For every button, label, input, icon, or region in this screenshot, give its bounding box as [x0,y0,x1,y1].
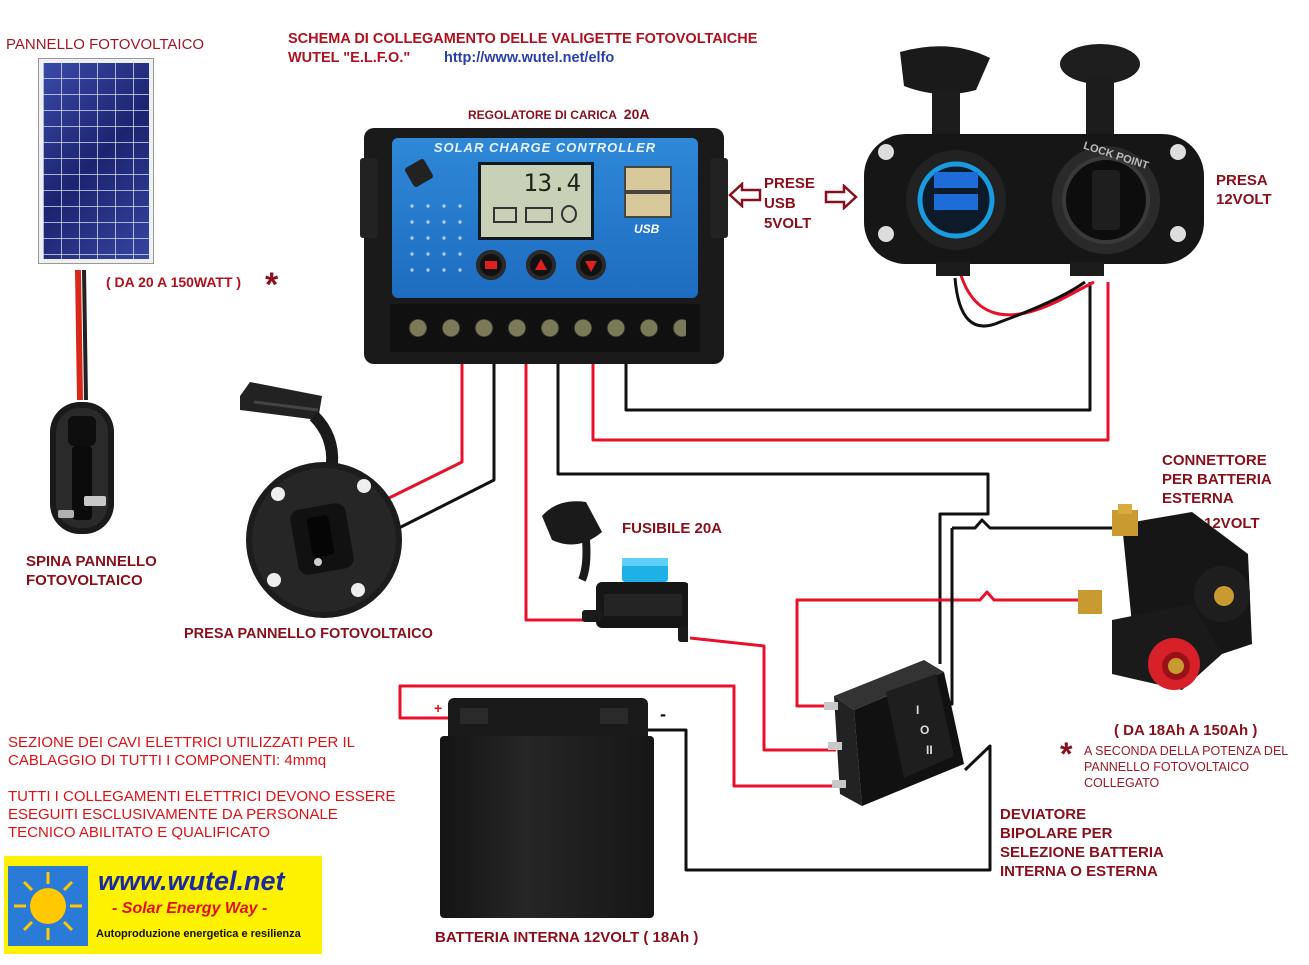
panel-cable-red [75,269,83,401]
wire-load-black [624,282,1092,412]
panel-cable-black [82,269,88,401]
presa12-label-line2: 12VOLT [1216,191,1272,208]
plug-label-line1: SPINA PANNELLO [26,553,157,570]
wire-switch-black-external [952,518,1112,530]
controller-ear-left [360,158,378,238]
controller-usb-port-2 [624,192,672,218]
note-line3: COLLEGATO [1084,776,1160,790]
warning-line1: TUTTI I COLLEGAMENTI ELETTRICI DEVONO ES… [8,788,396,805]
battery-terminal-minus [600,708,628,724]
usb-arrow-left-icon [728,182,762,208]
plug-label-line2: FOTOVOLTAICO [26,572,143,589]
controller-info-icons [404,198,468,278]
usb-label-line2: USB [764,195,796,212]
wire-fuse-to-switch [689,636,836,752]
controller-face: SOLAR CHARGE CONTROLLER 13.4 USB [392,138,698,298]
logo-site: www.wutel.net [98,866,285,896]
cables-note-line2: CABLAGGIO DI TUTTI I COMPONENTI: 4mmq [8,752,327,769]
controller-logo-icon [403,157,435,189]
lcd-panel-icon [493,207,517,223]
panel-label: PANNELLO FOTOVOLTAICO [6,36,205,53]
controller-lcd-value: 13.4 [523,169,581,197]
controller-label: REGOLATORE DI CARICA 20A [468,106,649,122]
controller-button-3[interactable] [576,250,606,280]
presa12-label-line1: PRESA [1216,172,1268,189]
cables-note-line1: SEZIONE DEI CAVI ELETTRICI UTILIZZATI PE… [8,734,355,751]
charge-controller: SOLAR CHARGE CONTROLLER 13.4 USB [360,128,728,364]
connector-label-line4: 12VOLT [1204,515,1260,532]
switch-label-line4: INTERNA O ESTERNA [1000,863,1158,880]
controller-ear-right [710,158,728,238]
lcd-bulb-icon [561,205,577,223]
note-line2: PANNELLO FOTOVOLTAICO [1084,760,1250,774]
usb-label-line3: 5VOLT [764,215,812,232]
sae-plug [50,402,114,534]
terminal-screws [404,314,686,342]
wire-battery-minus [640,728,992,872]
controller-button-1[interactable] [476,250,506,280]
wire-battery-black [556,360,990,664]
usb-arrow-right-icon [824,184,858,210]
solar-panel [38,58,154,264]
pv-socket [240,382,402,618]
sun-icon [8,866,88,946]
note-line1: A SECONDA DELLA POTENZA DEL [1084,744,1289,758]
wire-usb-red [958,271,1095,317]
fuse-holder [542,501,688,642]
svg-text:O: O [920,723,929,737]
battery-plus-label: + [434,700,443,716]
wire-switch-red-external [795,590,1080,708]
usb-label-line1: PRESE [764,175,815,192]
wire-load-red [591,282,1110,442]
connector-capacity: ( DA 18Ah A 150Ah ) [1114,722,1258,739]
controller-amps: 20A [623,106,650,122]
controller-label-text: REGOLATORE DI CARICA [468,108,617,122]
fuse-label: FUSIBILE 20A [622,520,723,537]
diagram-title-line2: WUTEL "E.L.F.O." [288,50,411,66]
battery-minus-label: - [660,704,666,724]
controller-usb-label: USB [634,222,660,236]
rocker-switch[interactable]: I O II [824,656,974,816]
internal-battery [440,698,654,918]
battery-terminal-plus [460,708,488,724]
controller-brand: SOLAR CHARGE CONTROLLER [433,140,657,155]
battery-label: BATTERIA INTERNA 12VOLT ( 18Ah ) [435,929,699,946]
connector-label-line3: ESTERNA [1162,490,1234,507]
panel-asterisk: * [265,266,279,304]
controller-lcd: 13.4 [478,162,594,240]
controller-button-2[interactable] [526,250,556,280]
wutel-logo[interactable]: www.wutel.net - Solar Energy Way - Autop… [4,856,322,954]
usb-12v-socket-panel [864,44,1204,276]
pv-socket-label: PRESA PANNELLO FOTOVOLTAICO [184,626,433,642]
wire-pv-red [384,360,464,502]
svg-text:II: II [926,743,933,757]
wire-battery-plus [398,684,836,788]
external-battery-connector [1078,504,1252,690]
wire-usb-black [953,277,1086,328]
solar-panel-cells [43,63,149,259]
logo-tagline: Autoproduzione energetica e resilienza [96,928,301,940]
connector-label-line1: CONNETTORE [1162,452,1267,469]
connector-label-line2: PER BATTERIA [1162,471,1272,488]
switch-label-line2: BIPOLARE PER [1000,825,1113,842]
warning-line2: ESEGUITI ESCLUSIVAMENTE DA PERSONALE [8,806,338,823]
wire-pv-black [394,360,496,532]
switch-label-line1: DEVIATORE [1000,806,1087,823]
warning-line3: TECNICO ABILITATO E QUALIFICATO [8,824,270,841]
note-asterisk: * [1060,736,1073,772]
diagram-title-line1: SCHEMA DI COLLEGAMENTO DELLE VALIGETTE F… [288,31,758,47]
controller-usb-port-1 [624,166,672,192]
diagram-url[interactable]: http://www.wutel.net/elfo [444,50,615,66]
battery-body [440,736,654,918]
lcd-battery-icon [525,207,553,223]
controller-terminal-block [390,304,700,352]
switch-label-line3: SELEZIONE BATTERIA [1000,844,1164,861]
panel-power: ( DA 20 A 150WATT ) [106,274,242,290]
svg-text:I: I [916,703,919,717]
logo-slogan: - Solar Energy Way - [112,900,268,917]
wire-battery-red-to-fuse [524,360,598,622]
